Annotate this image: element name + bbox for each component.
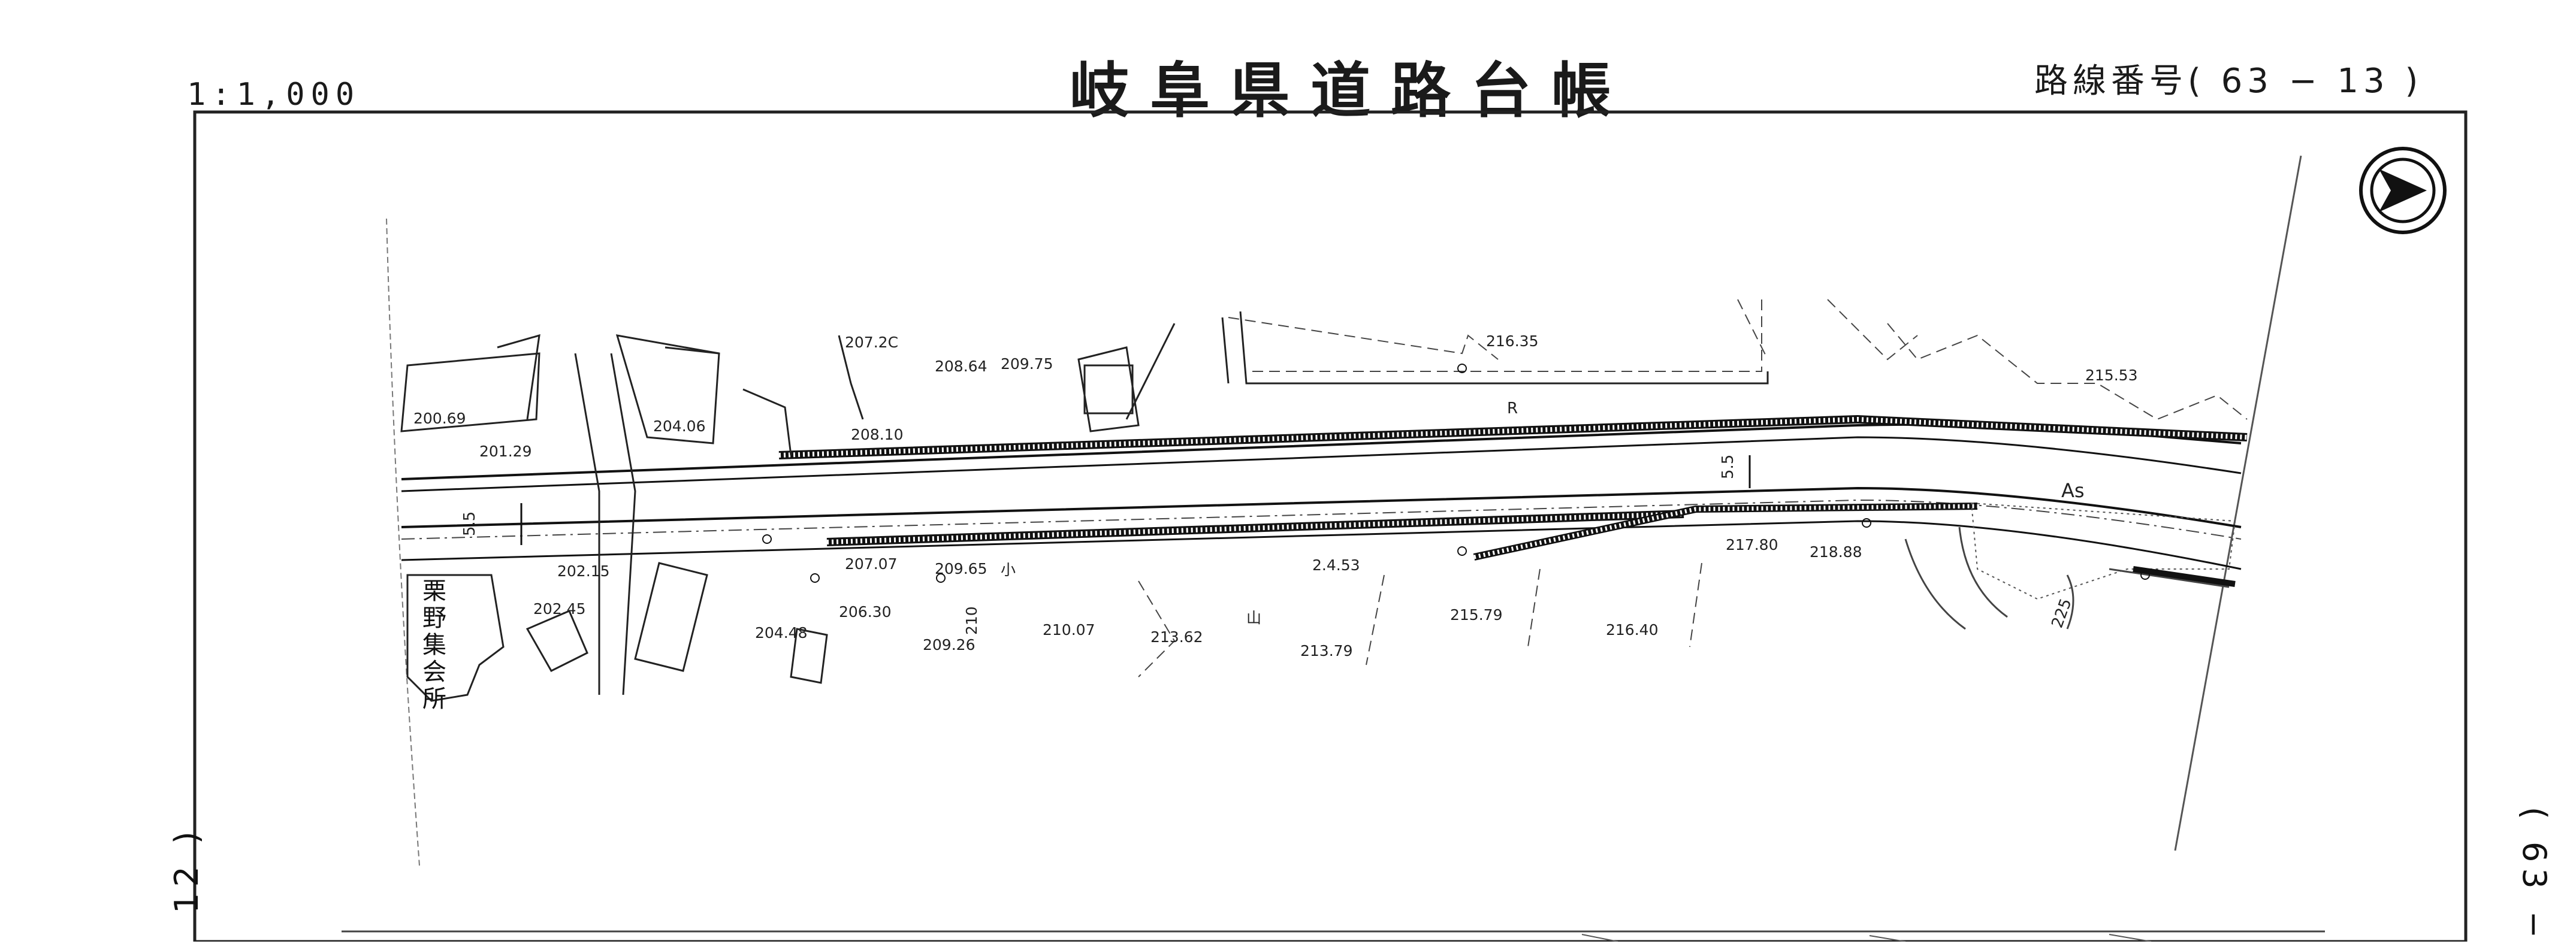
road-edge-lower bbox=[401, 486, 2242, 528]
misc-mark: 210 bbox=[963, 606, 980, 635]
road-dashed-line bbox=[401, 499, 2242, 540]
road-boundary-lower bbox=[401, 520, 2242, 570]
north-arrow-icon bbox=[2359, 147, 2447, 234]
elevation-label: 215.53 bbox=[2085, 367, 2137, 384]
elevation-label: 209.75 bbox=[1001, 355, 1053, 373]
elevation-label: 208.64 bbox=[935, 358, 987, 375]
elevation-label: 206.30 bbox=[839, 603, 891, 621]
building-upper bbox=[1083, 311, 1769, 414]
facility-char-4: 会 bbox=[422, 658, 446, 686]
facility-char-5: 所 bbox=[422, 685, 446, 713]
elevation-label: 2.4.53 bbox=[1312, 556, 1360, 574]
elevation-points: 200.69 201.29 207.2C 204.06 208.64 209.7… bbox=[413, 332, 2137, 659]
page-title: 岐阜県道路台帳 bbox=[1070, 56, 1632, 126]
elevation-label: 204.06 bbox=[653, 417, 705, 435]
elevation-label: 216.35 bbox=[1486, 332, 1538, 350]
misc-mark: 山 bbox=[1246, 609, 1261, 627]
elevation-label: 209.26 bbox=[923, 636, 975, 653]
left-sheet-ref: 12 ) bbox=[167, 825, 206, 913]
facility-char-2: 野 bbox=[422, 604, 446, 632]
next-sheet-marks bbox=[1581, 934, 2152, 942]
elevation-label: 217.80 bbox=[1726, 536, 1778, 553]
retaining-wall-upper bbox=[778, 414, 2248, 459]
elevation-label: 216.40 bbox=[1606, 621, 1658, 639]
surface-label: As bbox=[2061, 479, 2085, 502]
pole-markers bbox=[762, 364, 2150, 583]
width-mark-lower: 5.5 bbox=[461, 512, 479, 536]
elevation-label: 215.79 bbox=[1450, 606, 1502, 624]
elevation-label: 213.79 bbox=[1300, 642, 1352, 659]
survey-boundary-left bbox=[386, 218, 420, 866]
elevation-label: 213.62 bbox=[1150, 628, 1203, 646]
route-number: 路線番号( 63 − 13 ) bbox=[2034, 62, 2423, 101]
elevation-label: 201.29 bbox=[479, 443, 531, 460]
parcels-left bbox=[400, 323, 1176, 702]
facility-char-3: 集 bbox=[422, 631, 446, 659]
elevation-label: 210.07 bbox=[1043, 621, 1095, 639]
parcels-dashed bbox=[1138, 299, 2248, 677]
contour-label: 225 bbox=[2048, 596, 2075, 630]
wall-label: R bbox=[1507, 400, 1518, 417]
elevation-label: 208.10 bbox=[851, 426, 903, 443]
width-marks: 5.5 5.5 bbox=[461, 455, 1751, 545]
slope-area bbox=[1904, 502, 2236, 630]
road-center-line bbox=[401, 436, 2242, 492]
elevation-label: 204.48 bbox=[755, 624, 807, 642]
retaining-wall-lower bbox=[826, 503, 1978, 561]
width-mark-upper: 5.5 bbox=[1719, 455, 1737, 479]
elevation-label: 200.69 bbox=[413, 410, 466, 427]
right-sheet-ref: ( 63 − bbox=[2515, 806, 2554, 944]
elevation-label: 202.15 bbox=[557, 562, 609, 580]
elevation-label: 207.2C bbox=[845, 334, 898, 351]
elevation-label: 202.45 bbox=[533, 600, 585, 618]
survey-boundary-right bbox=[2174, 155, 2302, 851]
elevation-label: 207.07 bbox=[845, 555, 897, 573]
map-scale: 1:1,000 bbox=[187, 77, 361, 113]
facility-label: 栗 野 集 会 所 bbox=[422, 577, 446, 713]
map-frame bbox=[193, 110, 2468, 942]
elevation-label: 218.88 bbox=[1810, 543, 1862, 561]
misc-mark: 小 bbox=[1001, 561, 1016, 579]
facility-char-1: 栗 bbox=[422, 577, 446, 605]
